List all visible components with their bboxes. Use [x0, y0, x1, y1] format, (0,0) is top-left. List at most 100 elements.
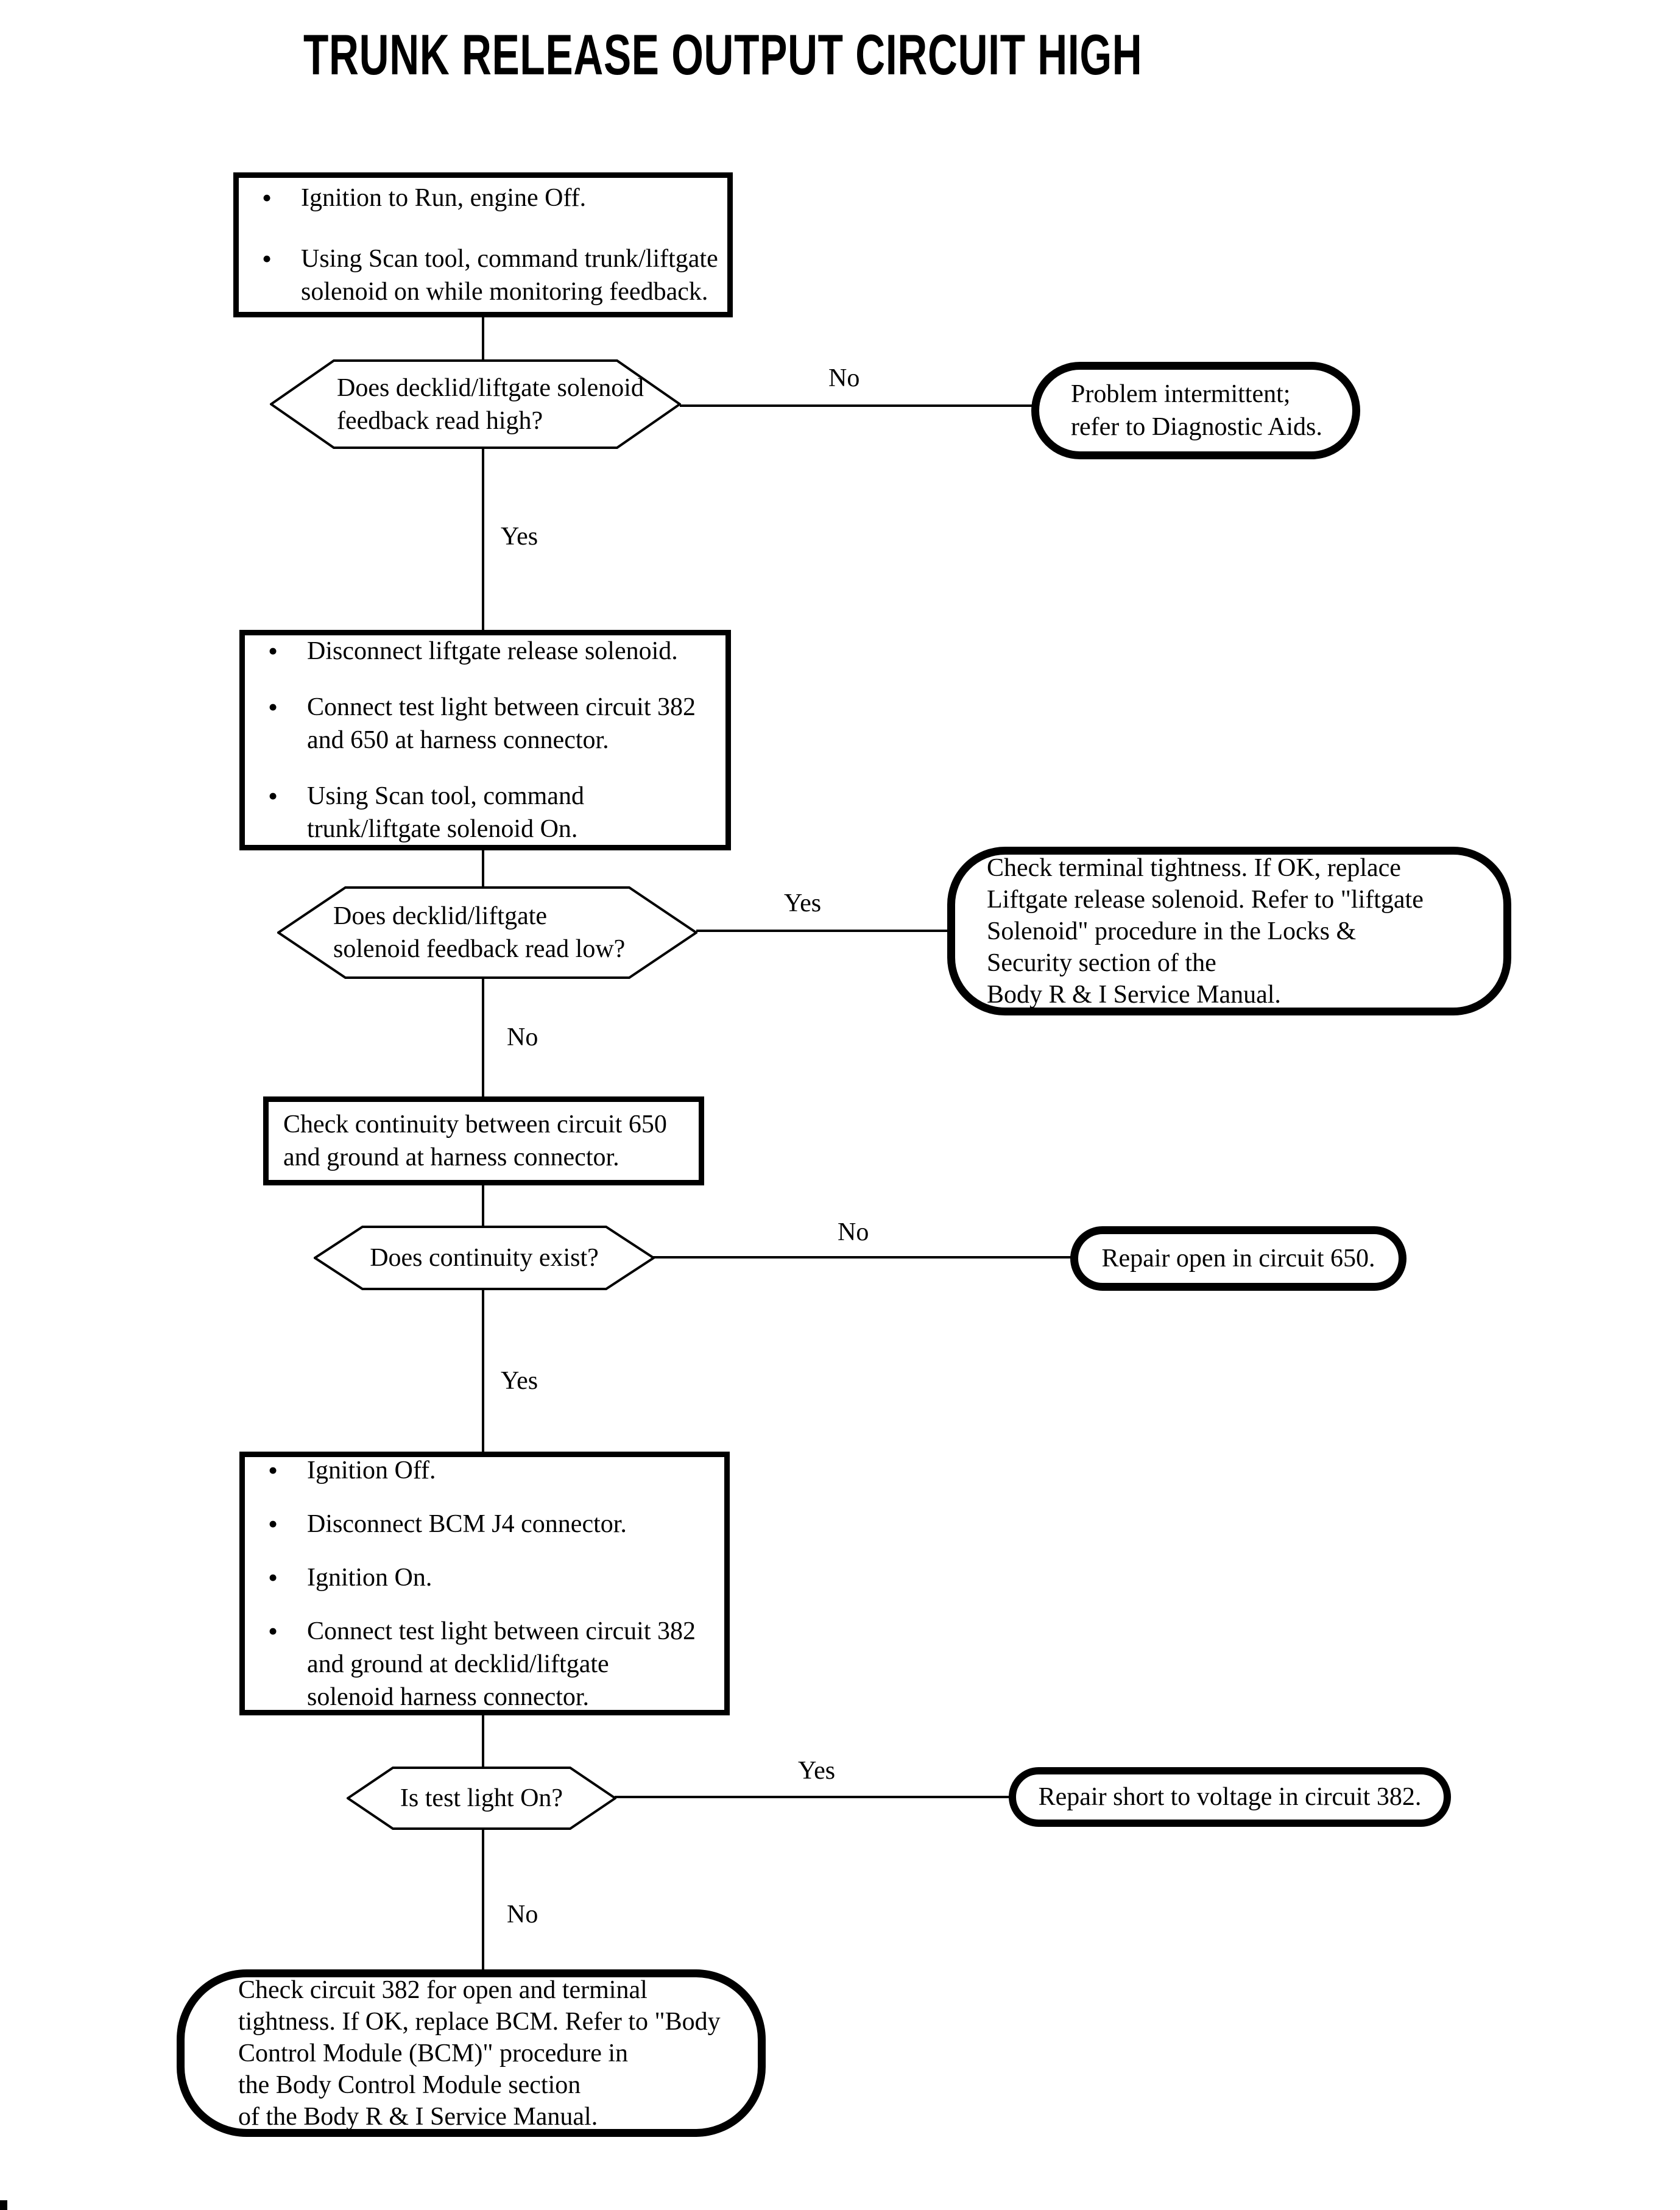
bullet-item: • Ignition Off. — [268, 1454, 715, 1487]
branch-label-no: No — [507, 1901, 538, 1929]
bullet-icon: • — [268, 1508, 278, 1539]
bullet-item: • Disconnect liftgate release solenoid. — [268, 635, 716, 668]
bullet-icon: • — [268, 635, 278, 666]
text-line: solenoid feedback read low? — [333, 935, 626, 963]
result-replace-bcm-text: Check circuit 382 for open and terminal t… — [238, 1974, 758, 2133]
action-box-step4: • Ignition Off. • Disconnect BCM J4 connect… — [239, 1452, 730, 1715]
bullet-text: Disconnect liftgate release solenoid. — [307, 635, 716, 668]
text-line: Does decklid/liftgate solenoid — [337, 373, 644, 402]
bullet-text: Disconnect BCM J4 connector. — [307, 1508, 715, 1541]
text-line: feedback read high? — [337, 406, 543, 435]
text-line: Disconnect BCM J4 connector. — [307, 1509, 627, 1538]
step4-bullet-list: • Ignition Off. • Disconnect BCM J4 connect… — [245, 1454, 724, 1711]
result-repair-open-650-text: Repair open in circuit 650. — [1101, 1242, 1375, 1275]
bullet-text: Ignition Off. — [307, 1454, 715, 1487]
decision3-text: Does continuity exist? — [314, 1226, 655, 1290]
text-line: the Body Control Module section — [238, 2071, 581, 2099]
text-line: Does continuity exist? — [370, 1244, 599, 1272]
text-line: Check terminal tightness. If OK, replace — [987, 853, 1401, 882]
branch-label-yes: Yes — [501, 1367, 538, 1395]
result-problem-intermittent: Problem intermittent; refer to Diagnostic… — [1031, 362, 1360, 459]
hexagon-shape — [347, 1767, 616, 1830]
step3-text: Check continuity between circuit 650 and … — [269, 1102, 699, 1180]
bullet-icon: • — [268, 691, 278, 722]
result-replace-solenoid: Check terminal tightness. If OK, replace… — [947, 847, 1511, 1015]
text-line: of the Body R & I Service Manual. — [238, 2102, 598, 2131]
decision4-hexagon: Is test light On? — [347, 1767, 616, 1830]
bullet-text: Connect test light between circuit 382 an… — [307, 691, 716, 757]
text-line: Repair open in circuit 650. — [1101, 1244, 1375, 1273]
bullet-icon: • — [262, 243, 272, 274]
bullet-item: • Ignition On. — [268, 1561, 715, 1594]
action-box-step2: • Disconnect liftgate release solenoid. • C… — [239, 630, 731, 850]
text-line: Ignition On. — [307, 1563, 432, 1592]
text-line: Using Scan tool, command — [307, 782, 584, 810]
connector-line — [482, 849, 484, 888]
text-line: Liftgate release solenoid. Refer to "lif… — [987, 885, 1424, 914]
hexagon-shape — [270, 359, 681, 449]
text-line: and ground at harness connector. — [283, 1143, 619, 1171]
branch-label-no: No — [838, 1218, 869, 1246]
connector-line — [696, 930, 950, 932]
branch-label-yes: Yes — [501, 523, 538, 551]
bullet-icon: • — [268, 1615, 278, 1647]
text-line: solenoid harness connector. — [307, 1682, 590, 1711]
text-line: Disconnect liftgate release solenoid. — [307, 637, 678, 665]
connector-line — [615, 1796, 1010, 1798]
text-line: Repair short to voltage in circuit 382. — [1038, 1783, 1422, 1811]
text-line: Control Module (BCM)" procedure in — [238, 2039, 629, 2067]
text-line: and ground at decklid/liftgate — [307, 1650, 609, 1678]
hexagon-shape — [314, 1226, 655, 1290]
result-repair-short-382: Repair short to voltage in circuit 382. — [1009, 1767, 1451, 1827]
result-repair-short-382-text: Repair short to voltage in circuit 382. — [1039, 1781, 1422, 1813]
scan-artifact — [0, 2200, 7, 2210]
step2-bullet-list: • Disconnect liftgate release solenoid. • C… — [245, 635, 725, 845]
text-line: Problem intermittent; — [1071, 380, 1291, 408]
bullet-text: Ignition On. — [307, 1561, 715, 1594]
result-repair-open-650: Repair open in circuit 650. — [1070, 1226, 1406, 1291]
result-replace-solenoid-text: Check terminal tightness. If OK, replace… — [987, 852, 1503, 1011]
bullet-icon: • — [268, 780, 278, 811]
text-line: Solenoid" procedure in the Locks & — [987, 917, 1357, 945]
hexagon-shape — [277, 886, 697, 979]
text-line: Check continuity between circuit 650 — [283, 1110, 667, 1139]
text-line: Body R & I Service Manual. — [987, 980, 1281, 1009]
text-line: Connect test light between circuit 382 — [307, 693, 696, 721]
branch-label-yes: Yes — [784, 889, 822, 917]
connector-line — [482, 316, 484, 360]
action-box-step3: Check continuity between circuit 650 and … — [263, 1096, 704, 1185]
page-title: TRUNK RELEASE OUTPUT CIRCUIT HIGH — [303, 23, 1143, 86]
text-line: Ignition Off. — [307, 1456, 436, 1485]
branch-label-no: No — [507, 1023, 538, 1051]
bullet-text: Using Scan tool, command trunk/liftgate s… — [307, 780, 716, 846]
decision1-text: Does decklid/liftgate solenoid feedback r… — [270, 359, 681, 449]
bullet-item: • Using Scan tool, command trunk/liftgate … — [268, 780, 716, 846]
text-line: solenoid on while monitoring feedback. — [301, 278, 708, 306]
bullet-icon: • — [268, 1561, 278, 1593]
text-line: and 650 at harness connector. — [307, 726, 609, 754]
bullet-text: Ignition to Run, engine Off. — [301, 182, 718, 214]
bullet-icon: • — [262, 182, 272, 213]
text-line: trunk/liftgate solenoid On. — [307, 815, 578, 843]
text-line: Is test light On? — [400, 1784, 563, 1812]
branch-label-no: No — [828, 364, 860, 392]
decision1-hexagon: Does decklid/liftgate solenoid feedback r… — [270, 359, 681, 449]
result-replace-bcm: Check circuit 382 for open and terminal t… — [177, 1969, 766, 2137]
connector-line — [653, 1256, 1071, 1259]
text-line: refer to Diagnostic Aids. — [1071, 413, 1322, 441]
connector-line — [680, 404, 1033, 407]
result-problem-intermittent-text: Problem intermittent; refer to Diagnostic… — [1071, 378, 1352, 443]
text-line: Check circuit 382 for open and terminal — [238, 1975, 648, 2004]
bullet-item: • Ignition to Run, engine Off. — [262, 182, 718, 214]
text-line: Ignition to Run, engine Off. — [301, 184, 587, 212]
bullet-item: • Using Scan tool, command trunk/liftgate… — [262, 242, 718, 308]
connector-line — [482, 1289, 484, 1452]
bullet-icon: • — [268, 1454, 278, 1486]
decision4-text: Is test light On? — [347, 1767, 616, 1830]
